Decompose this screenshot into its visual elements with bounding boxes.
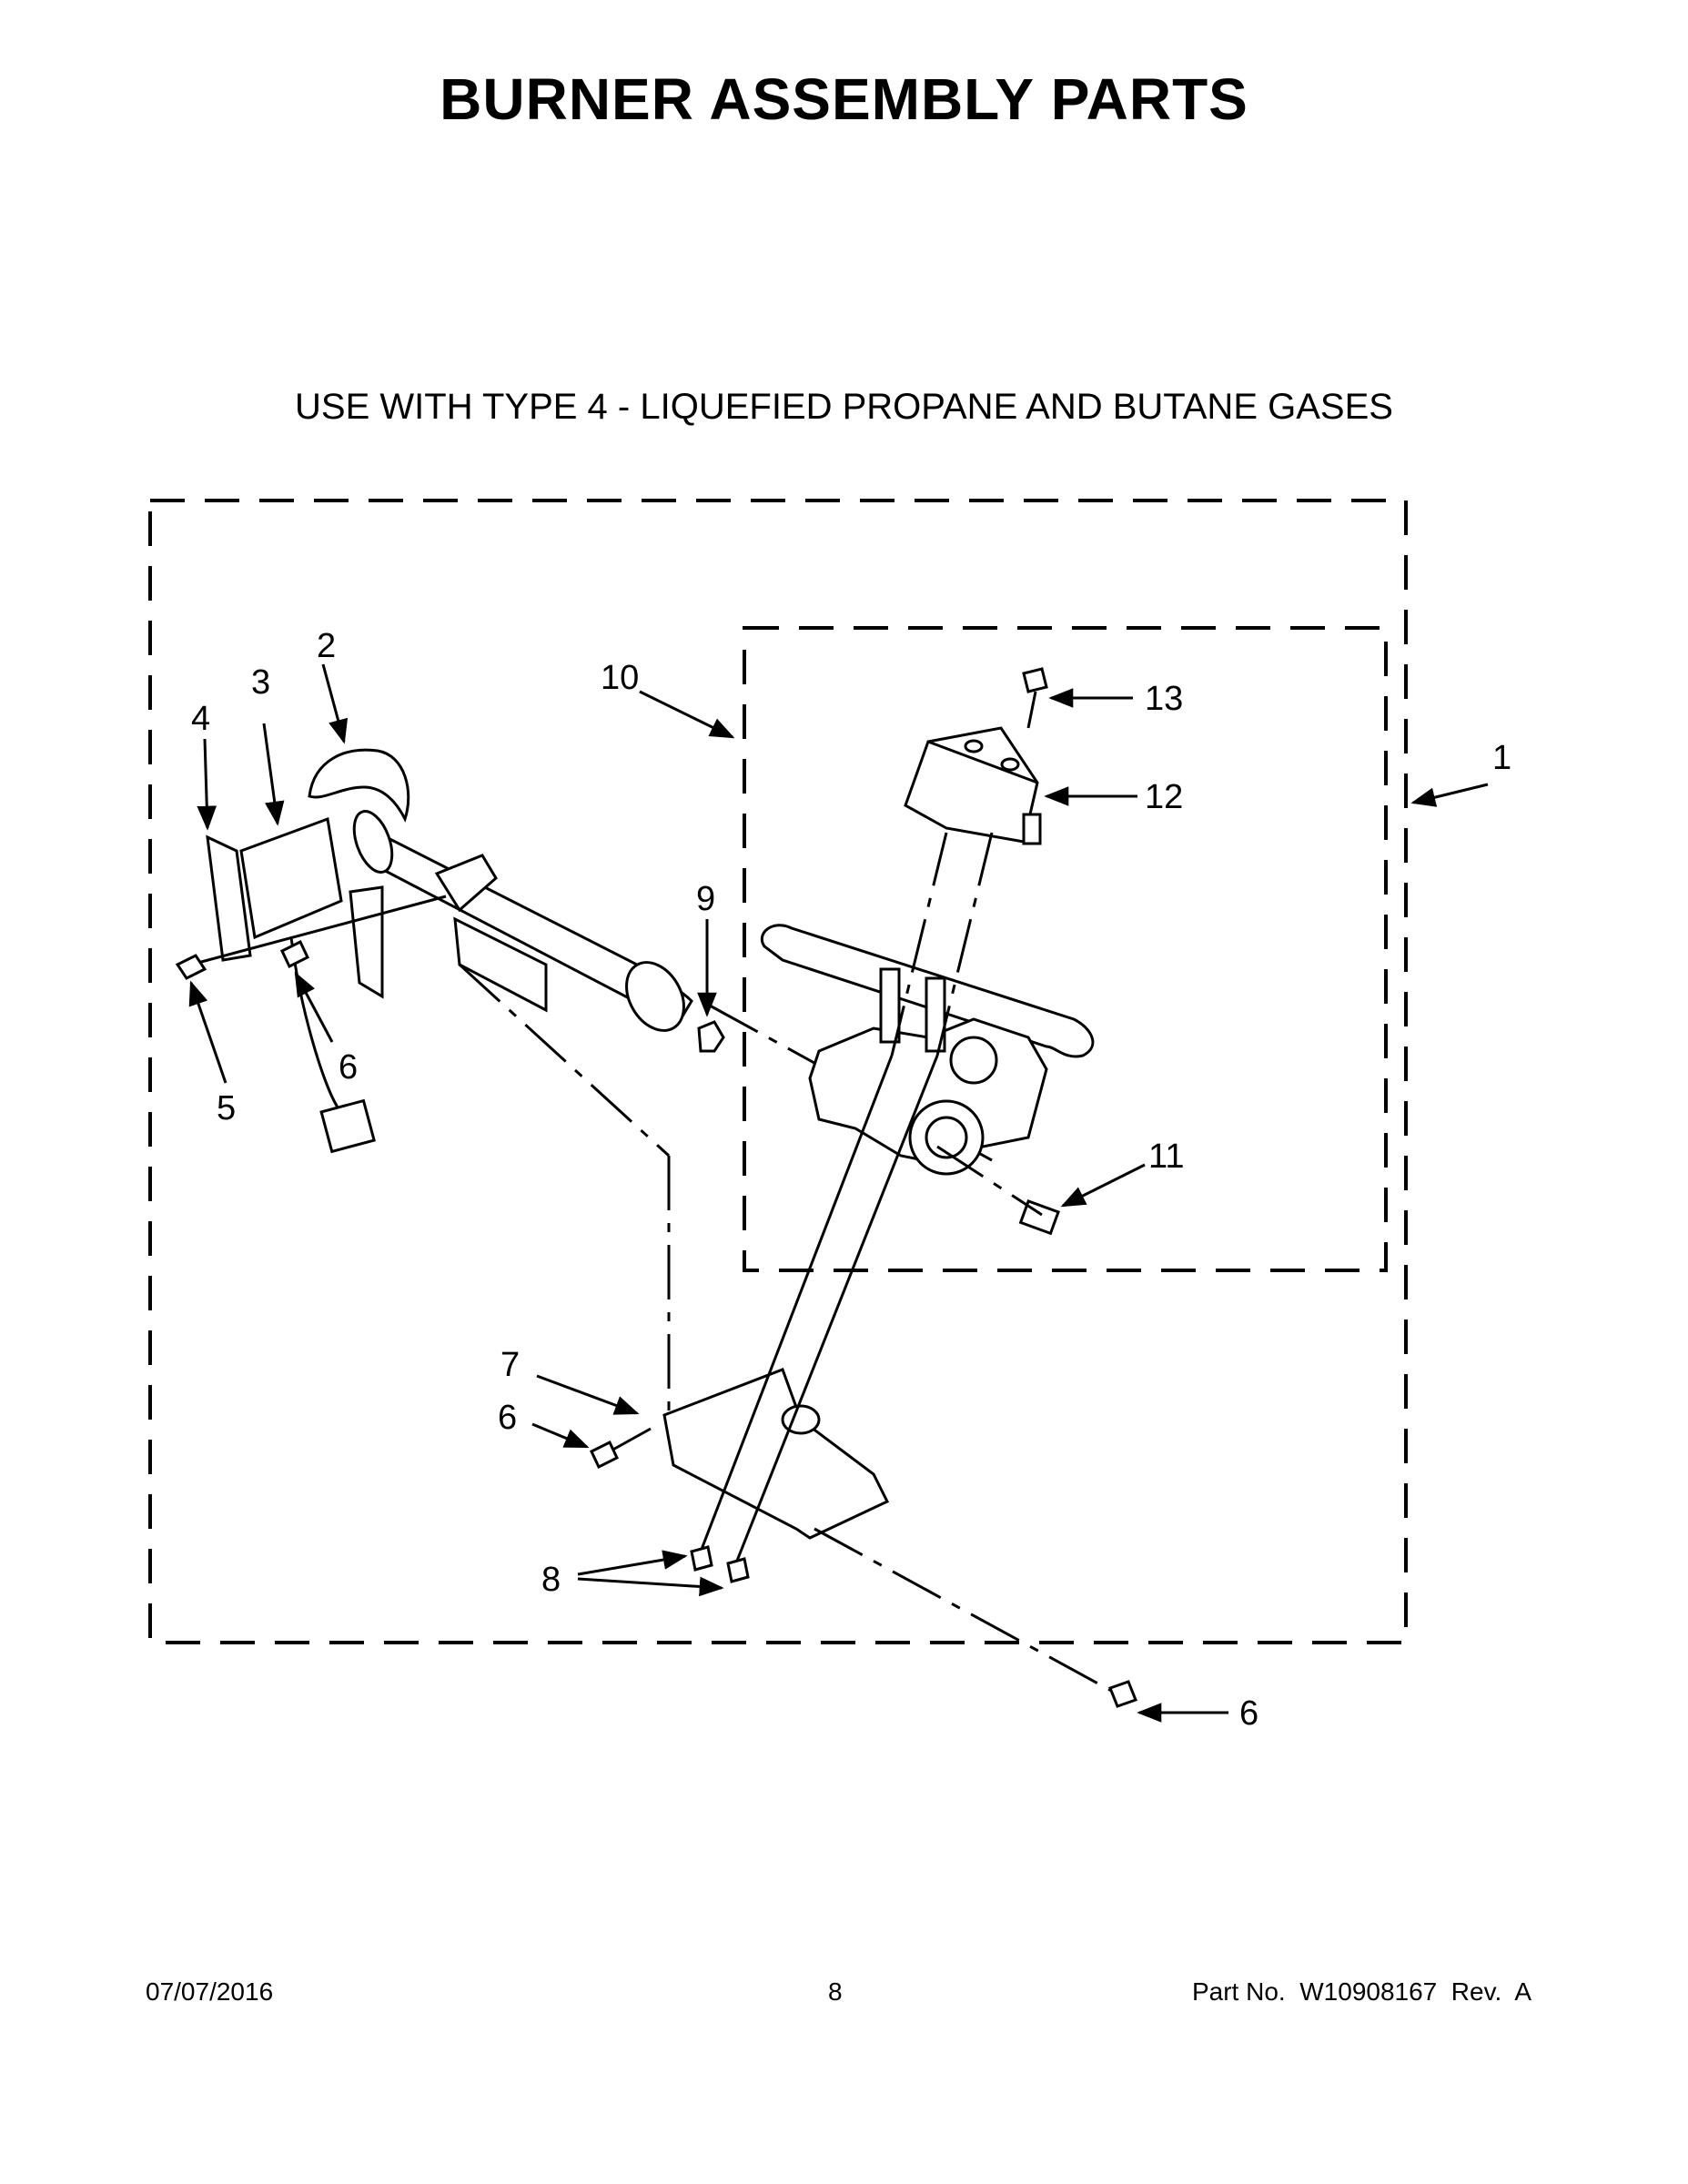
footer-part-number: Part No. W10908167 Rev. A: [1191, 1977, 1531, 2006]
axis-line: [609, 1427, 652, 1453]
callout-5: 5: [217, 1089, 236, 1127]
axis-line: [814, 1527, 1116, 1694]
axis-line: [936, 1145, 1043, 1217]
valve-bracket-part: [662, 1368, 890, 1540]
callout-6-middle: 6: [498, 1399, 517, 1437]
callout-12: 12: [1145, 778, 1183, 816]
axis-line: [190, 895, 447, 966]
footer-date: 07/07/2016: [146, 1977, 274, 2006]
screw-part: [175, 939, 1137, 1708]
orifice-part: [697, 1020, 725, 1053]
assembly-boundary-inner: [743, 626, 1388, 1272]
valve-screw-part: [1022, 667, 1048, 729]
callout-7: 7: [500, 1346, 520, 1384]
valve-coil-part: [904, 726, 1042, 845]
page-subtitle: USE WITH TYPE 4 - LIQUEFIED PROPANE AND …: [295, 387, 1393, 427]
callout-4: 4: [191, 700, 210, 738]
page-title: BURNER ASSEMBLY PARTS: [440, 66, 1248, 132]
axis-line: [458, 963, 671, 1158]
axis-line: [735, 1055, 939, 1562]
callout-6-upper: 6: [339, 1048, 358, 1087]
valve-connector-part: [1018, 1198, 1060, 1236]
assembly-boundary-outer: [148, 499, 1408, 1644]
callout-2: 2: [317, 627, 336, 665]
callout-8: 8: [541, 1561, 561, 1599]
axis-line: [935, 832, 994, 1057]
callout-leaders: [188, 663, 1489, 1723]
callout-10: 10: [601, 659, 639, 697]
callout-13: 13: [1145, 680, 1183, 718]
callout-6-lower: 6: [1239, 1694, 1258, 1733]
footer-page-number: 8: [828, 1977, 843, 2006]
callout-11: 11: [1148, 1138, 1184, 1176]
gas-valve-part: [760, 924, 1095, 1176]
callout-3: 3: [251, 663, 270, 702]
axis-line: [699, 1055, 894, 1552]
axis-line: [890, 832, 948, 1057]
callout-9: 9: [696, 880, 715, 918]
callout-1: 1: [1492, 739, 1511, 777]
burner-tube-part: [308, 748, 693, 1032]
